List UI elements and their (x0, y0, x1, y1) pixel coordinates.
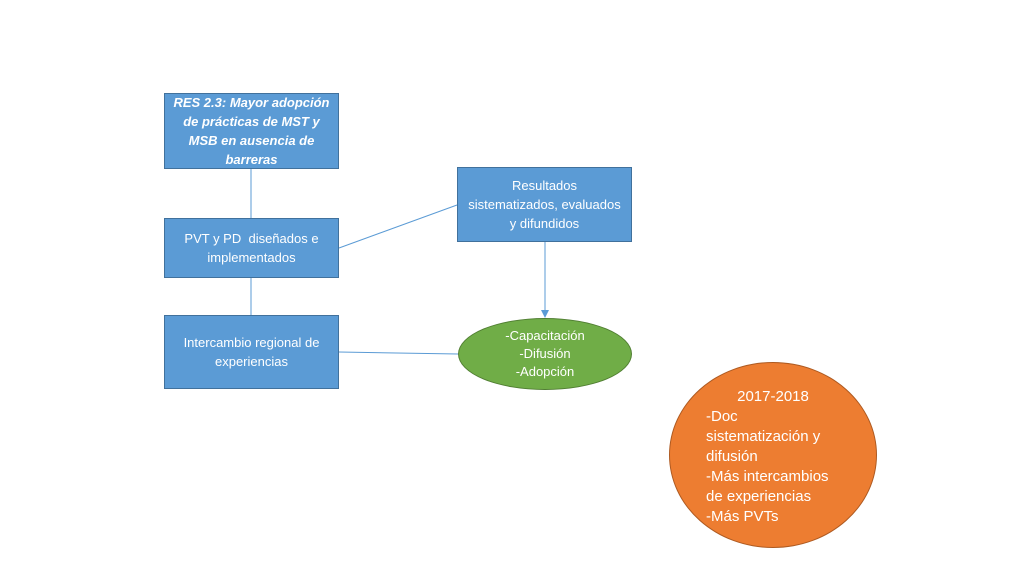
capacitacion-ellipse: -Capacitación -Difusión -Adopción (458, 318, 632, 390)
circle-line-5: de experiencias (706, 488, 812, 505)
connector-intercambio-ellipse (338, 351, 459, 355)
ellipse-line-1: -Capacitación (505, 328, 585, 343)
resultados-line-1: Resultados (511, 178, 578, 193)
intercambio-line-2: experiencias (214, 354, 288, 369)
pvt-line-2: implementados (207, 250, 296, 265)
res-line-2: de prácticas de MST y (183, 114, 320, 129)
ellipse-line-2: -Difusión (519, 346, 571, 361)
circle-line-4: -Más intercambios (706, 468, 829, 485)
intercambio-box: Intercambio regional de experiencias (164, 315, 339, 389)
ellipse-line-3: -Adopción (515, 364, 575, 379)
circle-list: -Doc sistematización y difusión -Más int… (706, 407, 856, 527)
connector-pvt-resultados (338, 204, 458, 249)
intercambio-line-1: Intercambio regional de (183, 335, 320, 350)
pvt-line-1: PVT y PD diseñados e (184, 231, 319, 246)
res-line-1: RES 2.3: Mayor adopción (173, 95, 330, 110)
circle-line-1: -Doc (706, 408, 738, 425)
circle-line-3: difusión (706, 448, 758, 465)
circle-line-6: -Más PVTs (706, 508, 779, 525)
resultados-line-3: y difundidos (509, 216, 580, 231)
resultados-line-2: sistematizados, evaluados (468, 197, 621, 212)
res-2-3-box: RES 2.3: Mayor adopción de prácticas de … (164, 93, 339, 169)
timeline-circle: 2017-2018 -Doc sistematización y difusió… (669, 362, 877, 548)
res-line-3: MSB en ausencia de (188, 133, 315, 148)
circle-title: 2017-2018 (737, 388, 809, 405)
resultados-box: Resultados sistematizados, evaluados y d… (457, 167, 632, 242)
circle-line-2: sistematización y (706, 428, 821, 445)
pvt-pd-box: PVT y PD diseñados e implementados (164, 218, 339, 278)
res-line-4: barreras (225, 152, 278, 167)
